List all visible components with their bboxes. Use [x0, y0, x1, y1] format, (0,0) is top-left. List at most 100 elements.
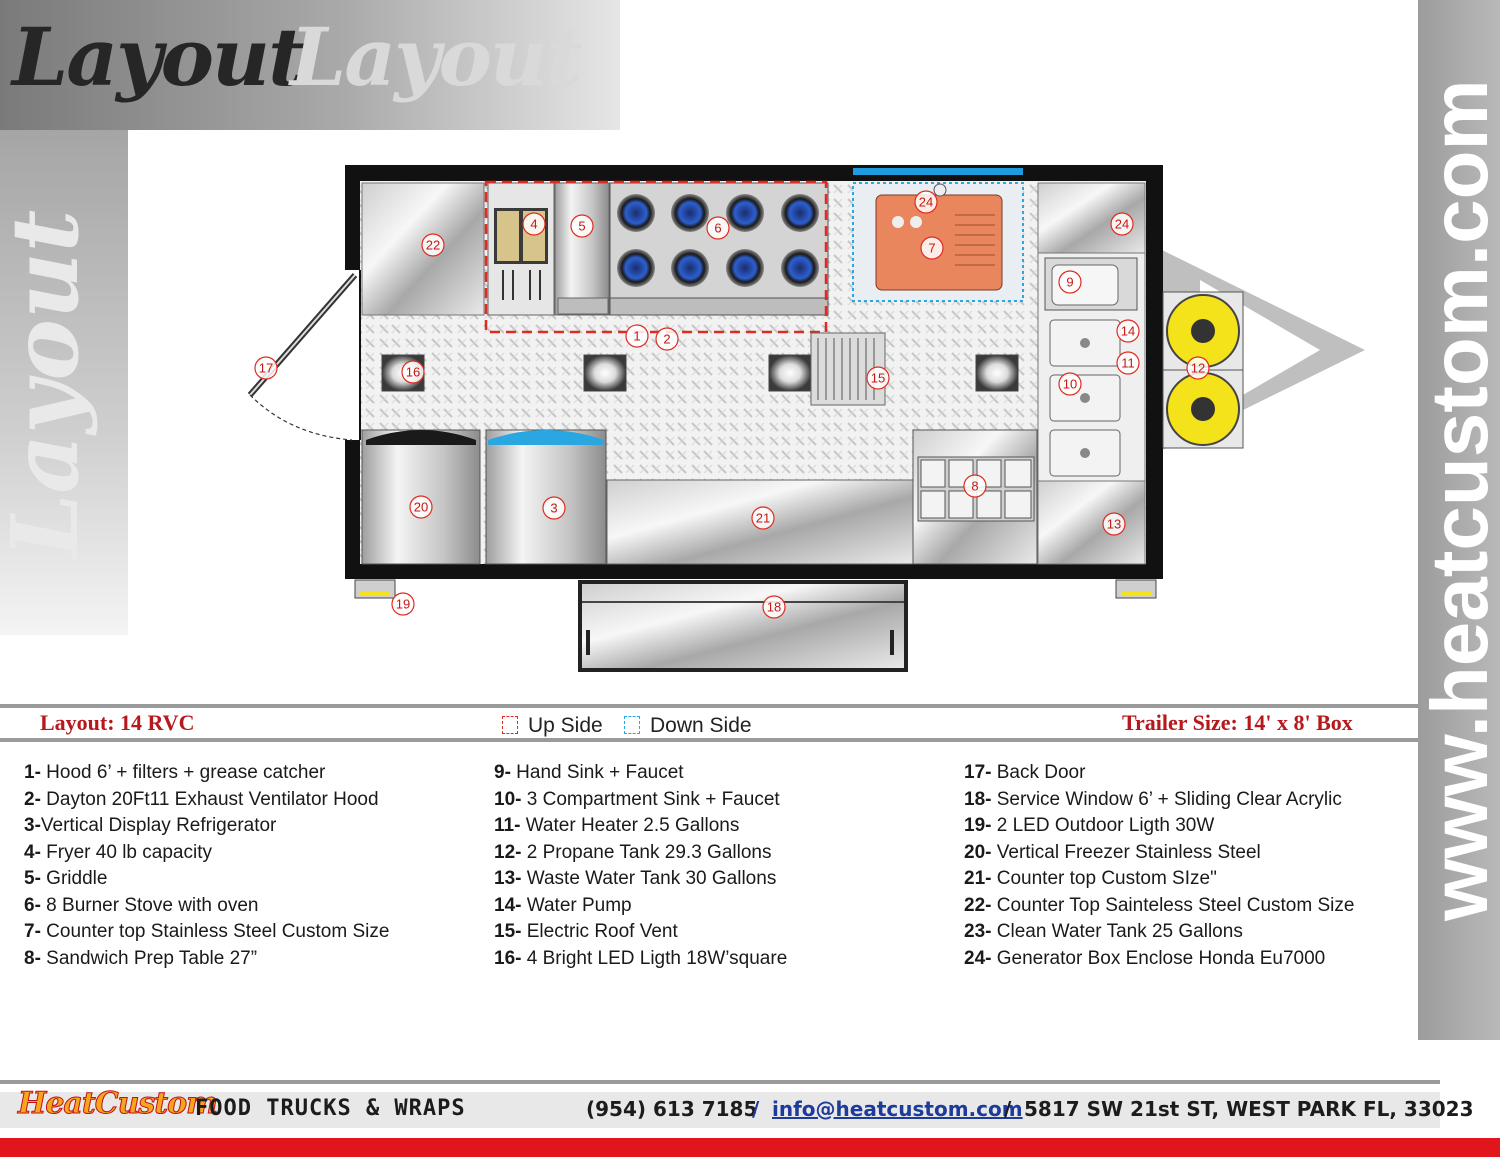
- legend-item: 16- 4 Bright LED Ligth 18W’square: [494, 946, 787, 973]
- marker-label-18: 18: [767, 600, 781, 615]
- legend-item: 21- Counter top Custom SIze": [964, 866, 1354, 893]
- marker-label-8: 8: [971, 479, 978, 494]
- legend-item-text: Vertical Display Refrigerator: [40, 815, 277, 836]
- up-side-swatch: [502, 716, 518, 734]
- legend-item-text: 8 Burner Stove with oven: [40, 894, 259, 916]
- marker-label-7: 7: [928, 241, 935, 256]
- legend-item-text: Griddle: [40, 868, 108, 889]
- marker-circle-14: [1116, 319, 1140, 343]
- legend-item-text: Counter top Stainless Steel Custom Size: [40, 921, 390, 942]
- stove-burners: [617, 194, 819, 287]
- marker-circle-15: [866, 366, 890, 390]
- page-title: Layout: [12, 10, 305, 104]
- legend-item-text: Clean Water Tank 25 Gallons: [991, 921, 1243, 942]
- footer-rule: [0, 1080, 1440, 1084]
- marker-circle-18: [762, 595, 786, 619]
- display-refrigerator: [485, 429, 607, 565]
- legend-item-number: 9-: [494, 762, 511, 783]
- legend-item-number: 24-: [964, 947, 992, 969]
- marker-label-21: 21: [756, 511, 770, 526]
- legend-item-text: 2 LED Outdoor Ligth 30W: [991, 815, 1215, 836]
- legend-item-text: Counter top Custom SIze": [991, 868, 1217, 889]
- legend-item-number: 4-: [24, 841, 41, 863]
- legend-item-text: Waste Water Tank 30 Gallons: [521, 868, 777, 889]
- legend-item-number: 3-: [24, 815, 41, 836]
- legend-item: 1- Hood 6’ + filters + grease catcher: [24, 760, 389, 787]
- legend-item-text: Fryer 40 lb capacity: [40, 841, 212, 863]
- led-light-2: [583, 354, 627, 392]
- up-side-label: Up Side: [528, 714, 603, 737]
- legend-item: 17- Back Door: [964, 760, 1354, 787]
- marker-label-2: 2: [663, 332, 670, 347]
- legend-item-text: Hand Sink + Faucet: [510, 762, 684, 783]
- marker-circle-11: [1116, 351, 1140, 375]
- marker-circle-5: [570, 214, 594, 238]
- marker-circle-19: [391, 592, 415, 616]
- legend-item-text: Counter Top Sainteless Steel Custom Size: [991, 894, 1355, 916]
- marker-label-6: 6: [714, 221, 721, 236]
- marker-label-1: 1: [633, 329, 640, 344]
- legend-item-number: 10-: [494, 788, 522, 810]
- marker-label-14: 14: [1121, 324, 1135, 339]
- legend-item-number: 5-: [24, 868, 41, 889]
- legend-item-number: 17-: [964, 762, 992, 783]
- marker-label-16: 16: [406, 365, 420, 380]
- back-door-opening: [345, 270, 361, 440]
- legend-rule-bottom: [0, 738, 1418, 742]
- marker-circle-13: [1102, 512, 1126, 536]
- legend-item: 7- Counter top Stainless Steel Custom Si…: [24, 919, 389, 946]
- legend-item: 3-Vertical Display Refrigerator: [24, 813, 389, 840]
- legend-item: 10- 3 Compartment Sink + Faucet: [494, 787, 787, 814]
- marker-label-4: 4: [530, 217, 537, 232]
- legend-item-number: 13-: [494, 868, 522, 889]
- legend-item-text: Water Heater 2.5 Gallons: [520, 815, 740, 836]
- header-banner: [0, 0, 620, 130]
- legend-item-text: Dayton 20Ft11 Exhaust Ventilator Hood: [40, 788, 379, 810]
- legend-item-number: 15-: [494, 921, 522, 942]
- marker-label-19: 19: [396, 597, 410, 612]
- marker-circle-17: [254, 356, 278, 380]
- trailer-size: Trailer Size: 14' x 8' Box: [1122, 710, 1353, 735]
- legend-item: 24- Generator Box Enclose Honda Eu7000: [964, 946, 1354, 973]
- marker-label-12: 12: [1191, 361, 1205, 376]
- legend-item: 6- 8 Burner Stove with oven: [24, 893, 389, 920]
- marker-circle-7: [920, 236, 944, 260]
- legend-item-number: 1-: [24, 762, 41, 783]
- down-side-swatch: [624, 716, 640, 734]
- legend-item-text: 2 Propane Tank 29.3 Gallons: [521, 841, 772, 863]
- marker-circle-20: [409, 495, 433, 519]
- legend-item-number: 21-: [964, 868, 992, 889]
- generator-vent-bar: [853, 168, 1023, 175]
- legend-item: 5- Griddle: [24, 866, 389, 893]
- heatcustom-logo: HeatCustom: [18, 1086, 219, 1122]
- legend-item-number: 19-: [964, 815, 992, 836]
- marker-circle-10: [1058, 372, 1082, 396]
- legend-item: 20- Vertical Freezer Stainless Steel: [964, 840, 1354, 867]
- footer-phone: (954) 613 7185: [586, 1097, 758, 1121]
- marker-circle-12: [1186, 356, 1210, 380]
- legend-item-number: 22-: [964, 894, 992, 916]
- right-side-band: [1418, 0, 1500, 1040]
- legend-item: 14- Water Pump: [494, 893, 787, 920]
- legend-item-text: Hood 6’ + filters + grease catcher: [40, 762, 326, 783]
- griddle: [554, 182, 610, 316]
- left-side-band: [0, 130, 128, 635]
- legend-item-text: 3 Compartment Sink + Faucet: [521, 788, 780, 810]
- legend-item-number: 16-: [494, 947, 522, 969]
- marker-circle-6: [706, 216, 730, 240]
- legend-item: 9- Hand Sink + Faucet: [494, 760, 787, 787]
- legend-item-text: 4 Bright LED Ligth 18W’square: [521, 947, 788, 969]
- footer-band: [0, 1092, 1440, 1128]
- legend-item: 19- 2 LED Outdoor Ligth 30W: [964, 813, 1354, 840]
- footer-email-link[interactable]: info@heatcustom.com: [772, 1097, 1023, 1121]
- legend-item: 12- 2 Propane Tank 29.3 Gallons: [494, 840, 787, 867]
- legend-item-number: 8-: [24, 947, 41, 969]
- page-title-echo: Layout: [290, 10, 583, 104]
- website-vertical: www.heatcustom.com: [1415, 79, 1500, 921]
- marker-label-3: 3: [550, 501, 557, 516]
- marker-label-22: 22: [426, 238, 440, 253]
